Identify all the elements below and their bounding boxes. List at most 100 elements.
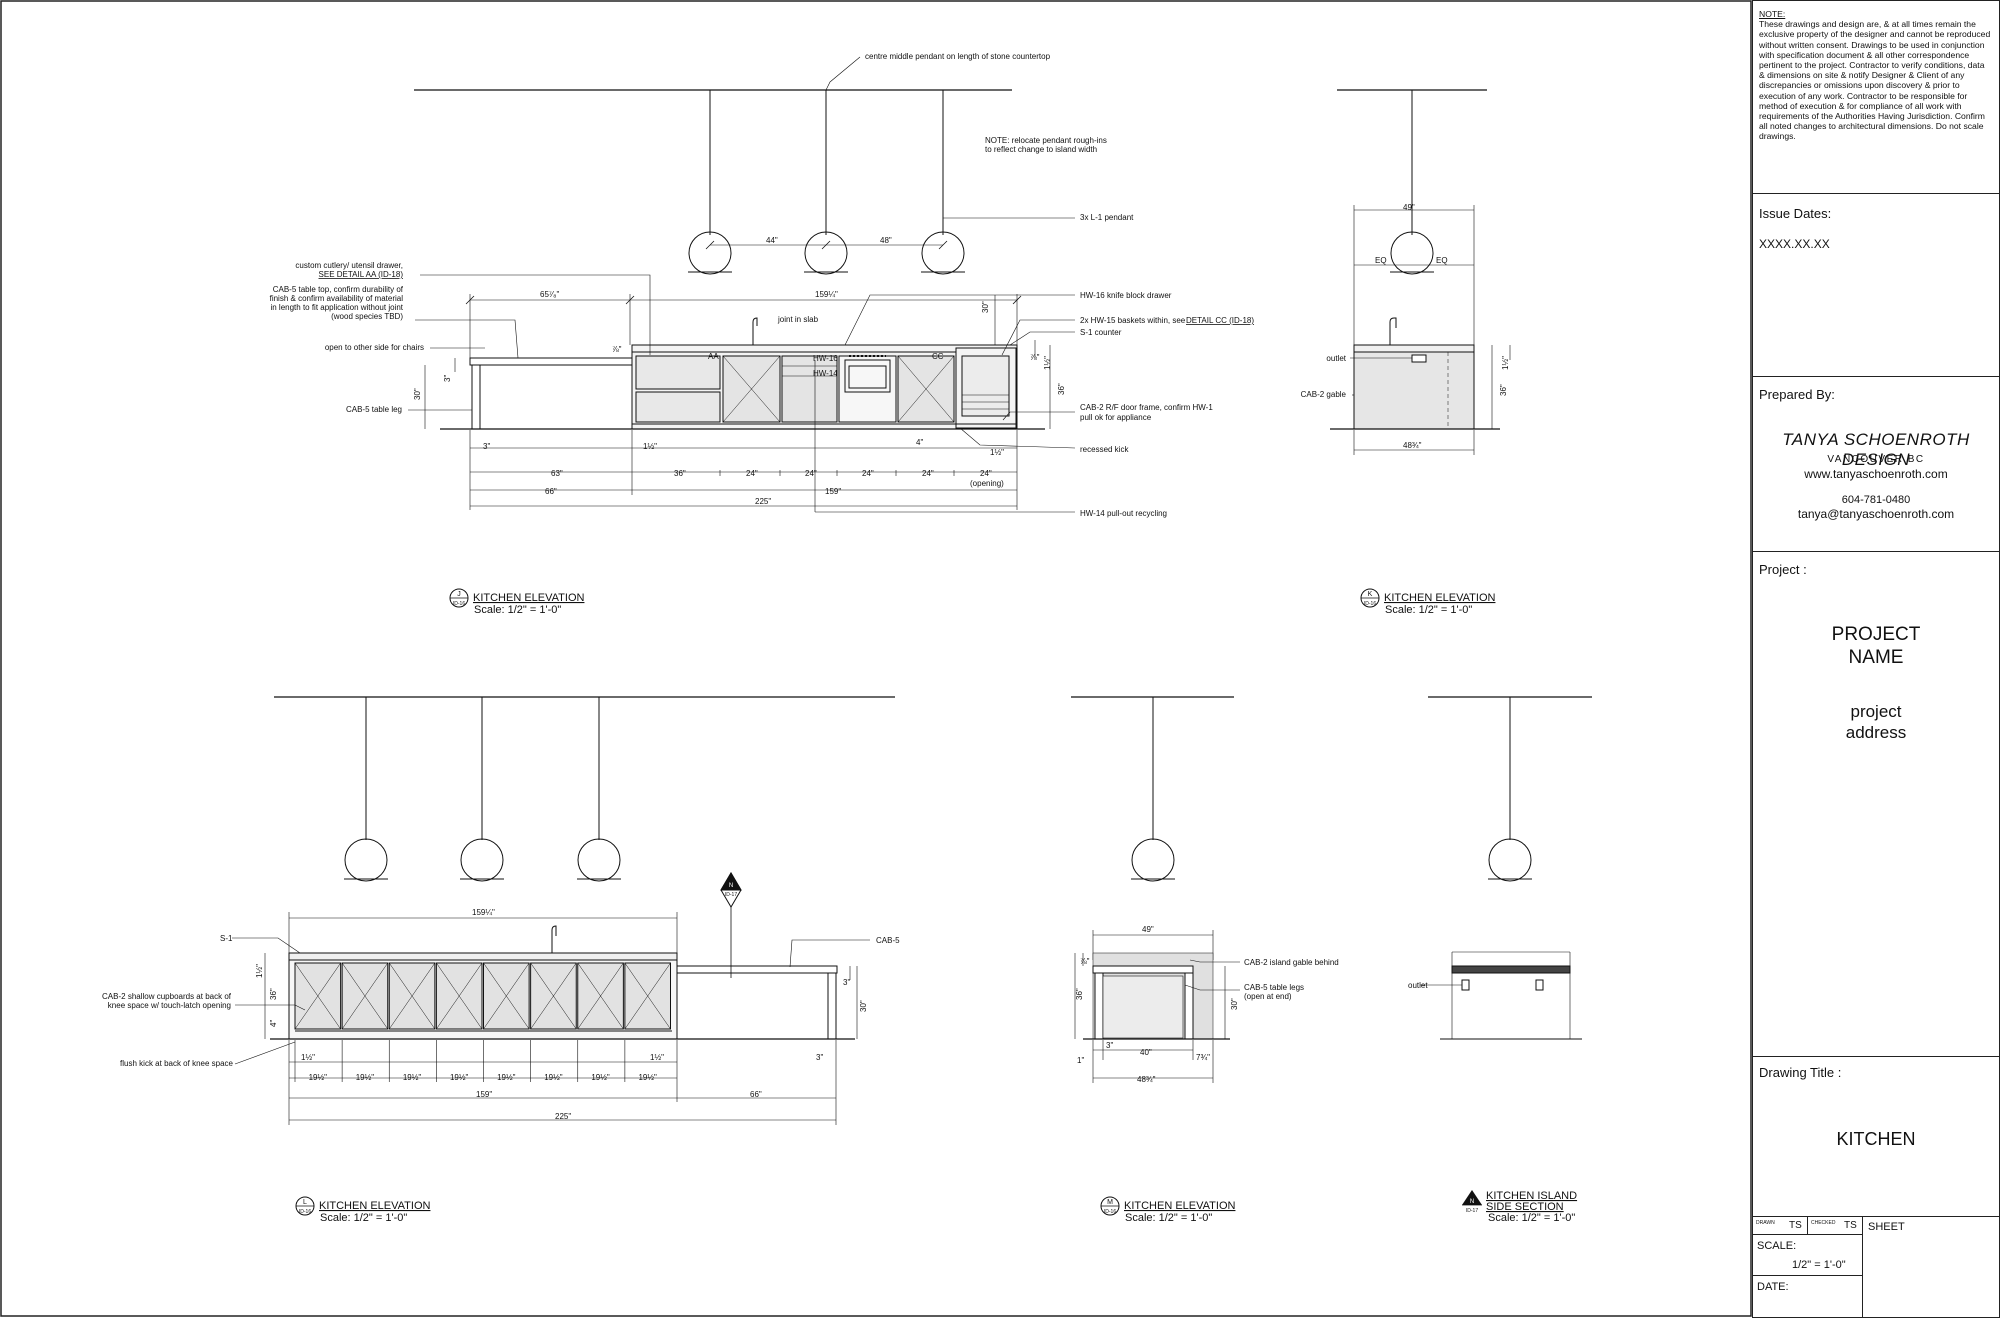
dim-40-m: 40" xyxy=(1140,1048,1152,1057)
dim-63: 63" xyxy=(551,469,563,478)
date-label: DATE: xyxy=(1757,1281,1789,1293)
dim-1-5-k: 1½" xyxy=(1501,356,1510,370)
dim-65-7-8: 65⁷⁄₈" xyxy=(540,290,559,299)
tabletop-line-2: finish & confirm availability of materia… xyxy=(270,294,404,303)
dim-7-8-j-left: ⅞" xyxy=(612,345,622,354)
view-k-sheet: ID-16 xyxy=(1364,601,1376,607)
bay-dim-19-5: 19½" xyxy=(309,1073,328,1082)
tabletop-line-3: in length to fit application without joi… xyxy=(270,303,403,312)
drawing-title-heading: Drawing Title : xyxy=(1759,1065,1842,1080)
checked-value: TS xyxy=(1844,1220,1857,1231)
view-l-letter: L xyxy=(303,1199,307,1206)
dim-225-l: 225" xyxy=(555,1112,571,1121)
title-block-note: NOTE: These drawings and design are, & a… xyxy=(1753,1,1999,194)
relocate-note-line-2: to reflect change to island width xyxy=(985,145,1097,154)
scale-label: SCALE: xyxy=(1757,1240,1797,1252)
dim-24-d: 24" xyxy=(922,469,934,478)
door-swing-line xyxy=(341,962,388,1030)
dim-225-j: 225" xyxy=(755,497,771,506)
dim-66-j: 66" xyxy=(545,487,557,496)
elevation-m xyxy=(1071,696,1240,1083)
dim-48-3-4-k: 48¾" xyxy=(1403,441,1422,450)
note-body: These drawings and design are, & at all … xyxy=(1759,19,1991,142)
dim-24-e: 24" xyxy=(980,469,992,478)
title-block-prepared: Prepared By: TANYA SCHOENROTH DESIGN VAN… xyxy=(1753,377,1999,552)
firm-phone: 604-781-0480 xyxy=(1841,494,1911,506)
dim-3-l-side: 3" xyxy=(843,978,850,987)
door-swing-line xyxy=(389,962,436,1030)
elevation-k xyxy=(1330,89,1511,455)
eq-left: EQ xyxy=(1375,256,1387,265)
view-j-title: KITCHEN ELEVATION xyxy=(473,592,585,604)
bay-dim-19-5: 19½" xyxy=(450,1073,469,1082)
title-block-issue: Issue Dates: XXXX.XX.XX xyxy=(1753,194,1999,377)
pendant-3x-label: 3x L-1 pendant xyxy=(1080,213,1134,222)
dim-30-j: 30" xyxy=(413,388,422,400)
section-marker-sheet: ID-17 xyxy=(725,892,737,898)
cutlery-line-1: custom cutlery/ utensil drawer, xyxy=(295,261,403,270)
dim-30-j-top: 30" xyxy=(981,301,990,313)
dim-3-m: 3" xyxy=(1106,1041,1113,1050)
dim-1-5-j: 1½" xyxy=(1043,356,1052,370)
view-n-sheet: ID-17 xyxy=(1466,1208,1478,1214)
firm-name: TANYA SCHOENROTH DESIGN xyxy=(1782,430,1970,469)
note-heading: NOTE: xyxy=(1759,9,1786,19)
view-m-letter: M xyxy=(1107,1199,1113,1206)
dim-7-3-4-m: 7¾" xyxy=(1196,1053,1210,1062)
view-l-sheet: ID-16 xyxy=(299,1209,311,1215)
hw16-knife-label: HW-16 knife block drawer xyxy=(1080,291,1172,300)
view-title-m: M ID-16 KITCHEN ELEVATION Scale: 1/2" = … xyxy=(1100,1196,1236,1224)
dim-1-5-l-side: 1½" xyxy=(255,964,264,978)
flush-kick-label: flush kick at back of knee space xyxy=(120,1059,234,1068)
view-m-title: KITCHEN ELEVATION xyxy=(1124,1200,1236,1212)
cab2-door-line-2: pull ok for appliance xyxy=(1080,413,1152,422)
bay-dim-19-5: 19½" xyxy=(638,1073,657,1082)
tabletop-line-1: CAB-5 table top, confirm durability of xyxy=(273,285,404,294)
project-address-line-2: address xyxy=(1845,723,1907,742)
dim-36-m: 36" xyxy=(1075,988,1084,1000)
relocate-note-line-1: NOTE: relocate pendant rough-ins xyxy=(985,136,1107,145)
drawing-area: centre middle pendant on length of stone… xyxy=(0,0,1752,1317)
section-marker-letter: N xyxy=(729,883,733,889)
view-k-title: KITCHEN ELEVATION xyxy=(1384,592,1496,604)
dim-1-5-j-right: 1½" xyxy=(990,448,1004,457)
sheet-label: SHEET xyxy=(1868,1221,1905,1233)
view-k-scale: Scale: 1/2" = 1'-0" xyxy=(1385,604,1472,616)
elevation-l xyxy=(232,696,895,1125)
s1-label-l: S-1 xyxy=(220,934,233,943)
cutlery-line-2: SEE DETAIL AA (ID-18) xyxy=(319,270,404,279)
outlet-label-n: outlet xyxy=(1408,981,1428,990)
view-title-l: L ID-16 KITCHEN ELEVATION Scale: 1/2" = … xyxy=(295,1196,431,1224)
disclaimer-note: NOTE: These drawings and design are, & a… xyxy=(1759,9,1991,142)
firm-email[interactable]: tanya@tanyaschoenroth.com xyxy=(1797,507,1955,521)
dim-49-m: 49" xyxy=(1142,925,1154,934)
firm-website[interactable]: www.tanyaschoenroth.com xyxy=(1804,467,1948,481)
door-swing-line xyxy=(624,962,671,1030)
dim-3-j: 3" xyxy=(443,375,452,382)
drawn-label: DRAWN xyxy=(1756,1220,1775,1226)
dim-7-8-j-right: ⅞" xyxy=(1030,353,1040,362)
hw14-pullout-label: HW-14 pull-out recycling xyxy=(1080,509,1167,518)
dim-159-l: 159" xyxy=(476,1090,492,1099)
view-l-scale: Scale: 1/2" = 1'-0" xyxy=(320,1212,407,1224)
dim-3-j-bottom: 3" xyxy=(483,442,490,451)
bay-dim-19-5: 19½" xyxy=(403,1073,422,1082)
outlet-label-k: outlet xyxy=(1326,354,1346,363)
dim-48: 48" xyxy=(880,236,892,245)
dim-24-b: 24" xyxy=(805,469,817,478)
dim-159-1-4-l: 159¼" xyxy=(472,908,495,917)
dim-3-l-bottom: 3" xyxy=(816,1053,823,1062)
dim-30-l: 30" xyxy=(859,1000,868,1012)
elevation-j-text: centre middle pendant on length of stone… xyxy=(270,52,1255,616)
checked-label: CHECKED xyxy=(1811,1220,1836,1226)
detail-cc-tag: CC xyxy=(932,352,944,361)
recessed-kick-label: recessed kick xyxy=(1080,445,1129,454)
project-address-line-1: project xyxy=(1850,702,1902,721)
view-n-title-line-2: SIDE SECTION xyxy=(1486,1201,1564,1213)
opening-label: (opening) xyxy=(970,479,1004,488)
elevation-j xyxy=(408,56,1076,513)
project-name-line-1: PROJECT xyxy=(1831,624,1921,645)
dim-36-j-bottom: 36" xyxy=(674,469,686,478)
dim-36-l: 36" xyxy=(269,988,278,1000)
dim-24-c: 24" xyxy=(862,469,874,478)
